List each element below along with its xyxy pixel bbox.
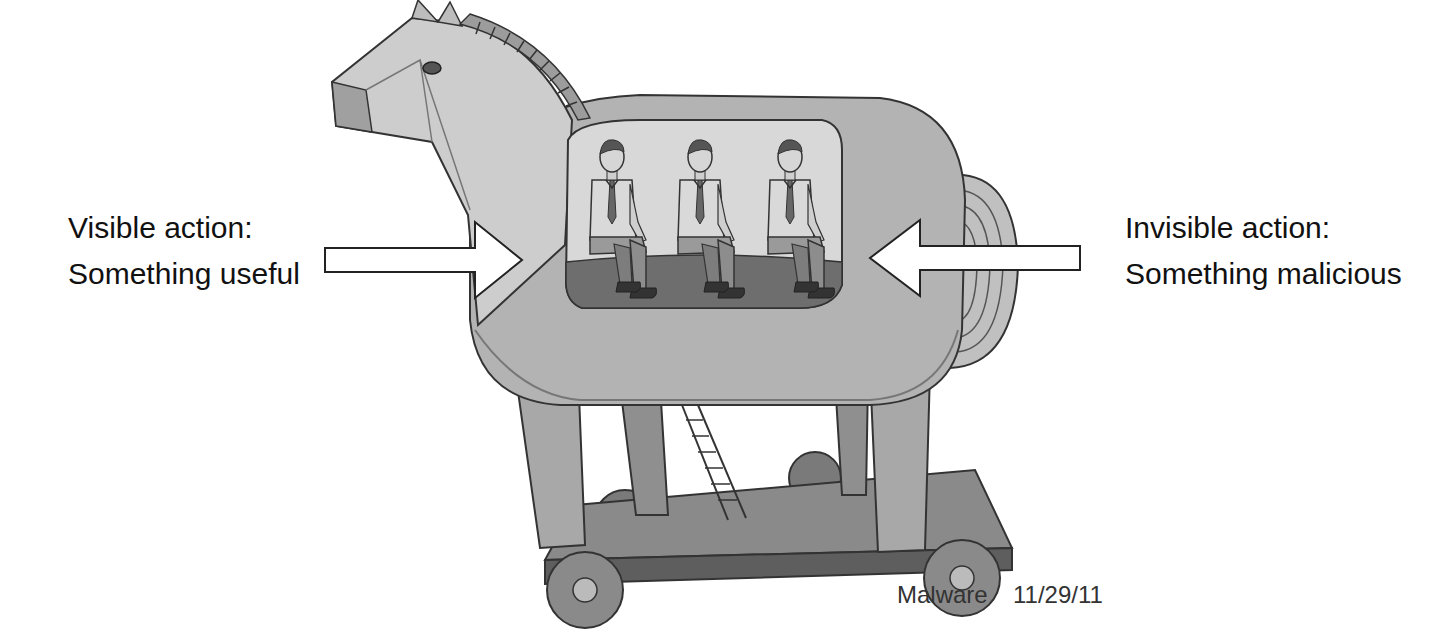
block-arrow bbox=[870, 220, 1080, 296]
footer-text: Malware bbox=[897, 580, 1007, 610]
ladder bbox=[682, 405, 746, 520]
footer-text: 11/29/11 bbox=[1013, 580, 1133, 610]
callout-text: Visible action: Something useful bbox=[68, 205, 330, 297]
callout-text: Invisible action: Something malicious bbox=[1125, 205, 1417, 297]
block-arrow bbox=[325, 222, 522, 298]
horse-head bbox=[332, 0, 590, 325]
hidden-compartment bbox=[566, 120, 842, 308]
callout-arrows bbox=[325, 220, 1080, 298]
